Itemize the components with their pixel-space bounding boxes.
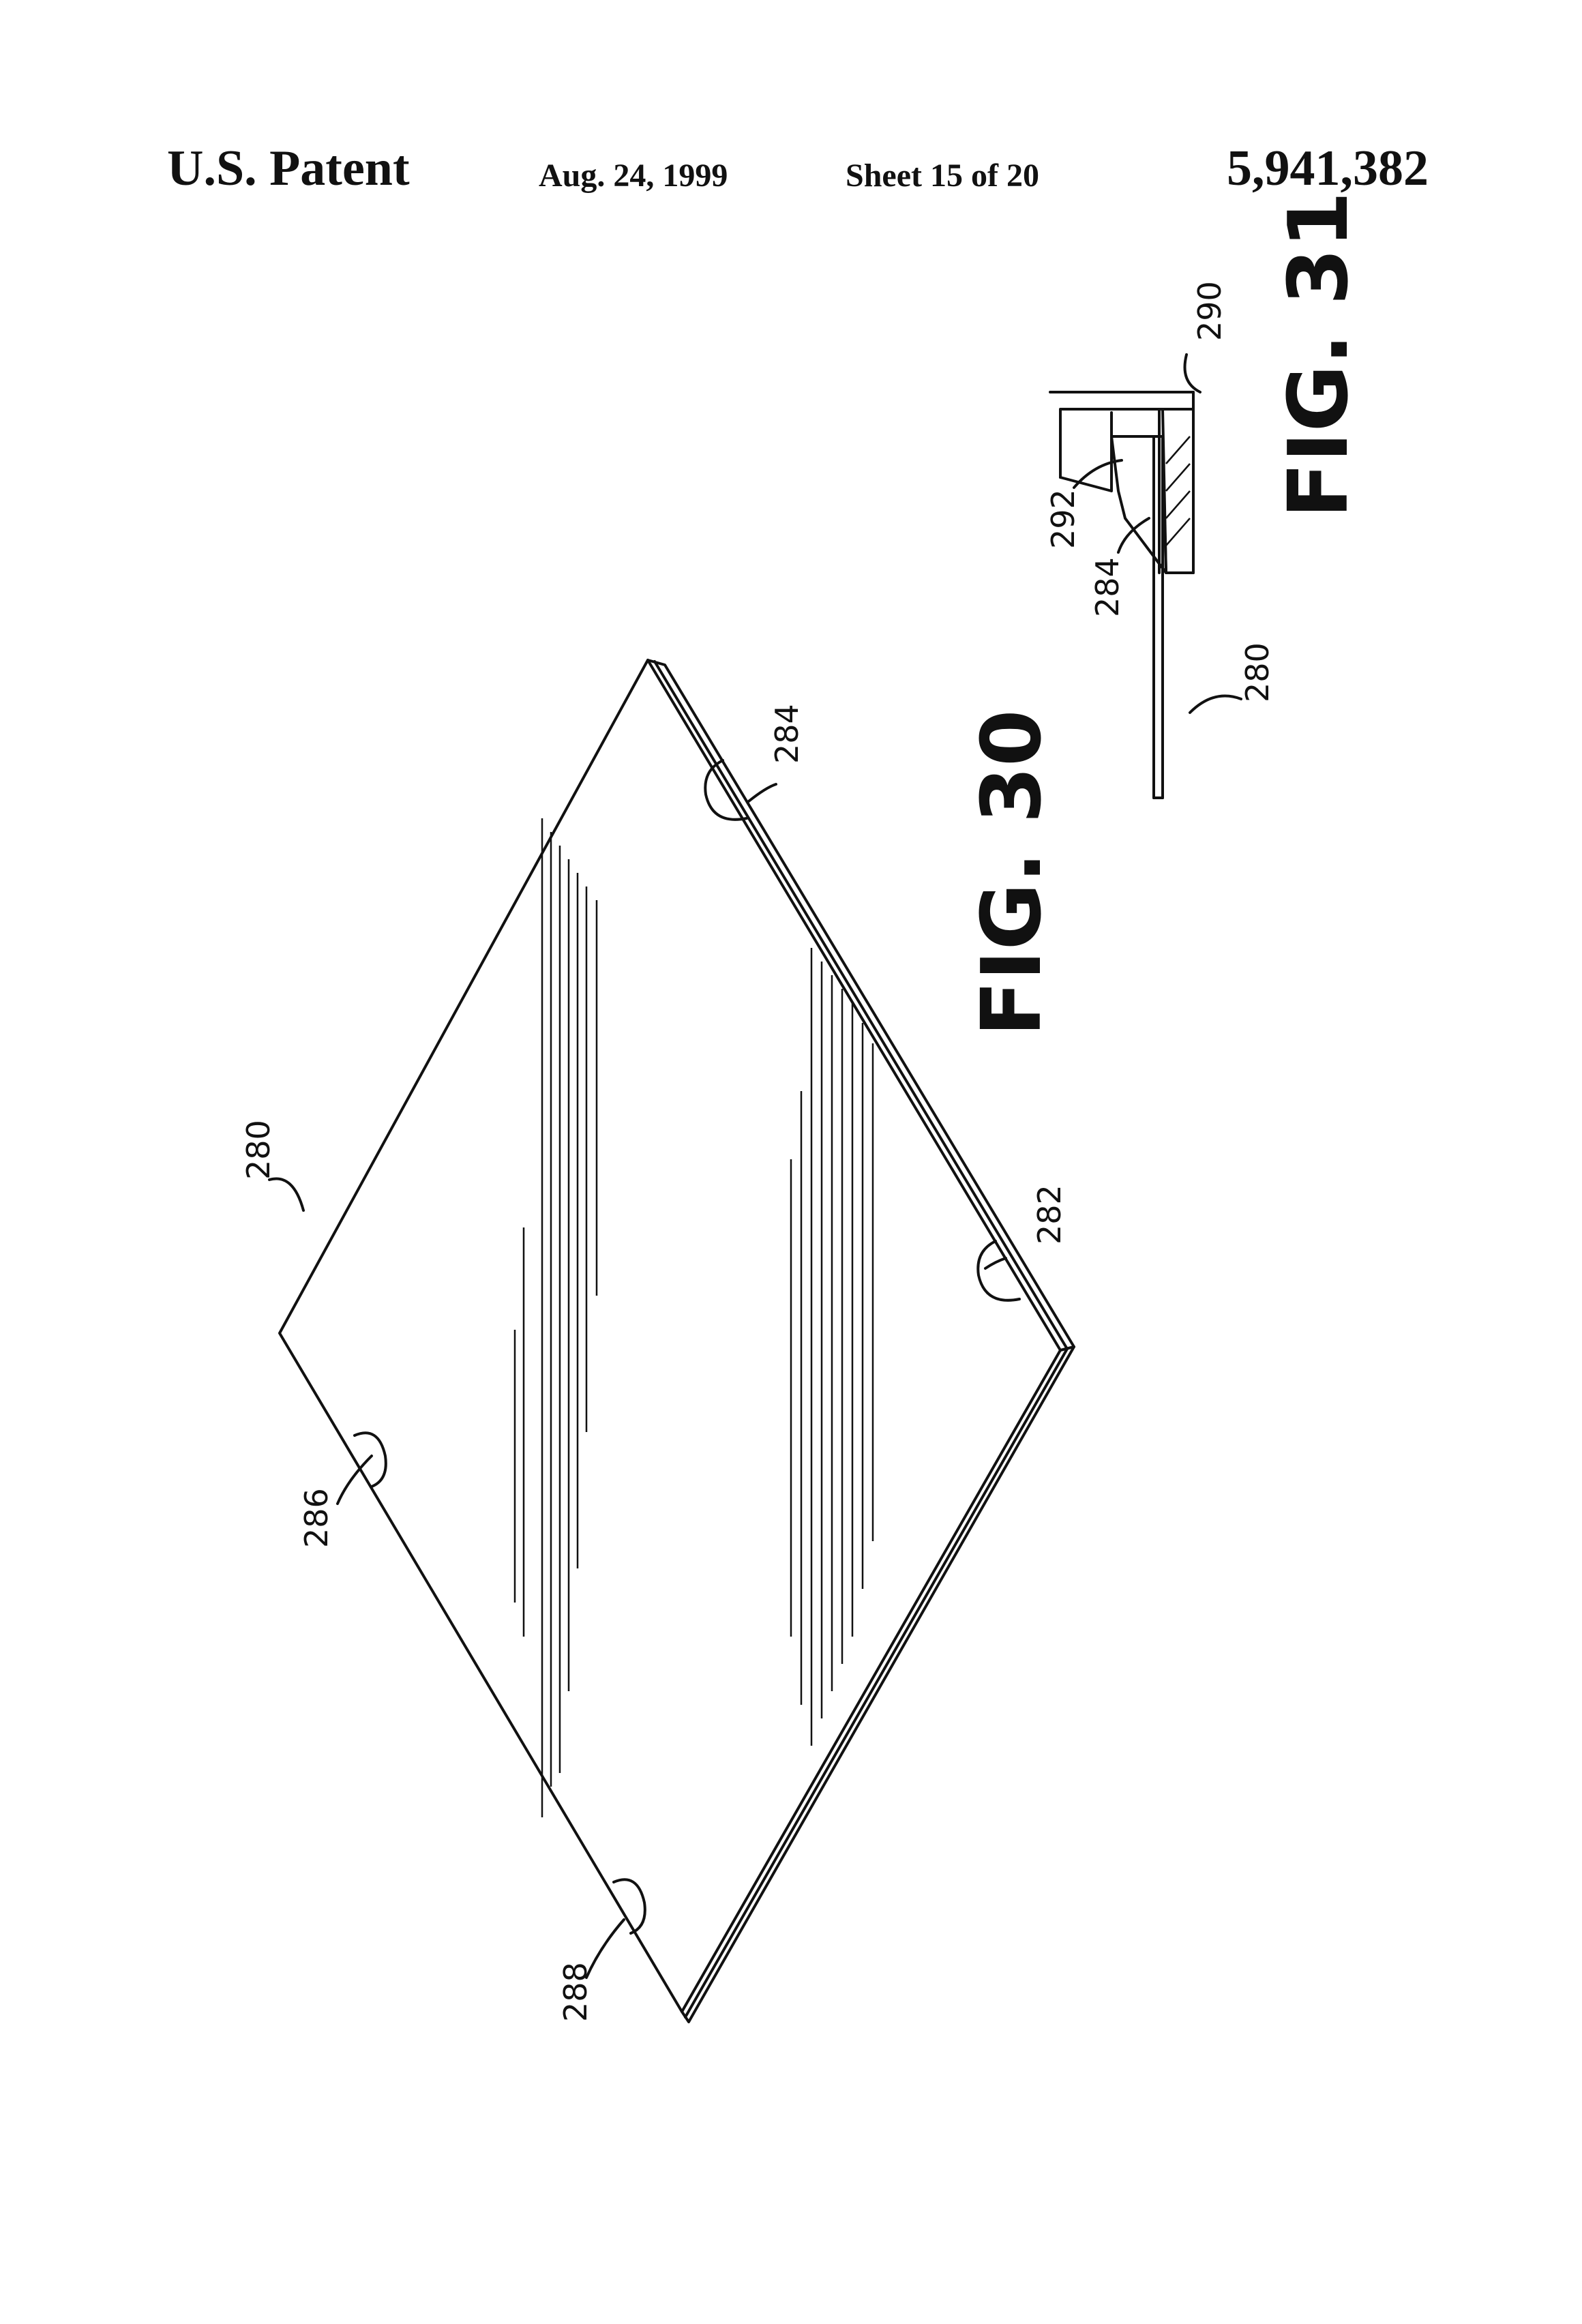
ref-288-fig30: 288 — [557, 1962, 594, 2022]
ref-284-fig31: 284 — [1089, 557, 1126, 617]
fig30-panel: 280 284 282 286 288 FIG. 30 — [240, 659, 1075, 2023]
ref-282-fig30: 282 — [1031, 1185, 1068, 1245]
fig31-hatching — [1165, 436, 1191, 546]
patent-date: Aug. 24, 1999 — [539, 158, 728, 194]
fig31-label: FIG. 31 — [1272, 192, 1367, 518]
ref-286-fig30: 286 — [298, 1488, 335, 1548]
sheet-number: Sheet 15 of 20 — [846, 158, 1039, 194]
fig30-shading — [513, 818, 874, 1817]
ref-280-fig30: 280 — [240, 1120, 277, 1180]
ref-280-fig31: 280 — [1239, 642, 1276, 702]
fig30-label: FIG. 30 — [965, 710, 1060, 1037]
patent-title: U.S. Patent — [167, 140, 410, 196]
fig31-section: 292 284 290 280 FIG. 31 — [1045, 192, 1367, 799]
ref-284-fig30: 284 — [768, 704, 805, 764]
patent-number: 5,941,382 — [1227, 140, 1429, 196]
ref-290-fig31: 290 — [1191, 281, 1228, 341]
ref-292-fig31: 292 — [1045, 489, 1081, 549]
